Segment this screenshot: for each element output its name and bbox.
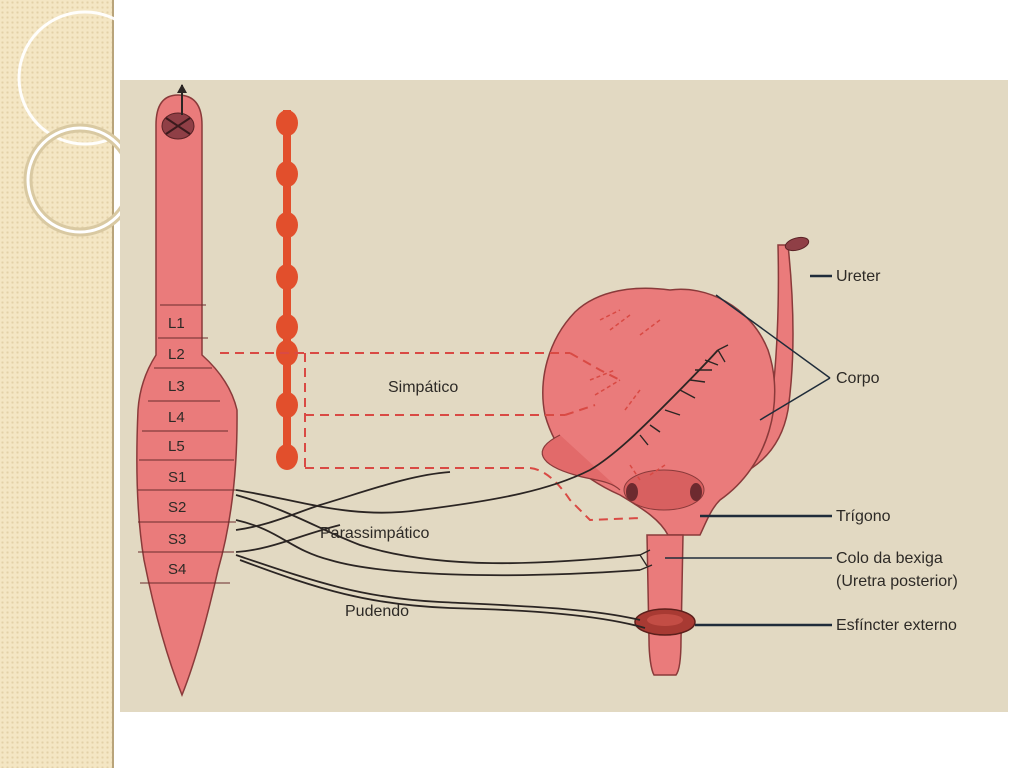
bladder-neck-label: Colo da bexiga [836, 550, 943, 567]
ureter-label: Ureter [836, 268, 881, 285]
segment-label-s1: S1 [168, 469, 186, 486]
sympathetic-chain [276, 110, 298, 470]
parasympathetic-nerve-lower [235, 494, 641, 565]
deco-ring-large [17, 10, 130, 146]
bladder-lip [541, 434, 621, 491]
spinal-segments [138, 304, 236, 584]
segment-label-s3: S3 [168, 531, 186, 548]
decorative-rings [17, 10, 130, 237]
nerve-fibers [235, 344, 729, 629]
ureteral-orifice-right [690, 483, 702, 501]
segment-label-l3: L3 [168, 378, 185, 395]
spinal-cord-shape [136, 94, 238, 698]
trigone-label: Trígono [836, 508, 891, 525]
segment-label-l2: L2 [168, 346, 185, 363]
urethra [646, 534, 684, 676]
posterior-urethra-label: (Uretra posterior) [836, 573, 958, 590]
bladder-innervation-diagram: L1 L2 L3 L4 L5 S1 S2 S3 S4 [120, 80, 1008, 712]
spinal-cord [136, 84, 238, 698]
ureteral-orifice-left [626, 483, 638, 501]
deco-ring-small [26, 126, 130, 234]
external-sphincter-label: Esfíncter externo [836, 617, 957, 634]
diagram-canvas: L1 L2 L3 L4 L5 S1 S2 S3 S4 [136, 84, 958, 698]
segment-label-s2: S2 [168, 499, 186, 516]
segment-label-l1: L1 [168, 315, 185, 332]
segment-label-s4: S4 [168, 561, 186, 578]
segment-labels: L1 L2 L3 L4 L5 S1 S2 S3 S4 [168, 315, 186, 578]
segment-label-l5: L5 [168, 438, 185, 455]
ureter-opening [784, 236, 810, 252]
bladder [541, 236, 810, 676]
sidebar-divider [112, 0, 114, 768]
parasympathetic-label: Parassimpático [320, 525, 429, 542]
trigone-region [623, 469, 705, 511]
callout-lines [665, 274, 832, 627]
parasympathetic-nerve-upper [235, 349, 719, 514]
pudendal-label: Pudendo [345, 603, 409, 620]
sympathetic-label: Simpático [388, 379, 458, 396]
segment-label-l4: L4 [168, 409, 185, 426]
sympathetic-pathways [220, 309, 666, 522]
body-label: Corpo [836, 370, 880, 387]
pudendal-nerve [235, 554, 641, 621]
